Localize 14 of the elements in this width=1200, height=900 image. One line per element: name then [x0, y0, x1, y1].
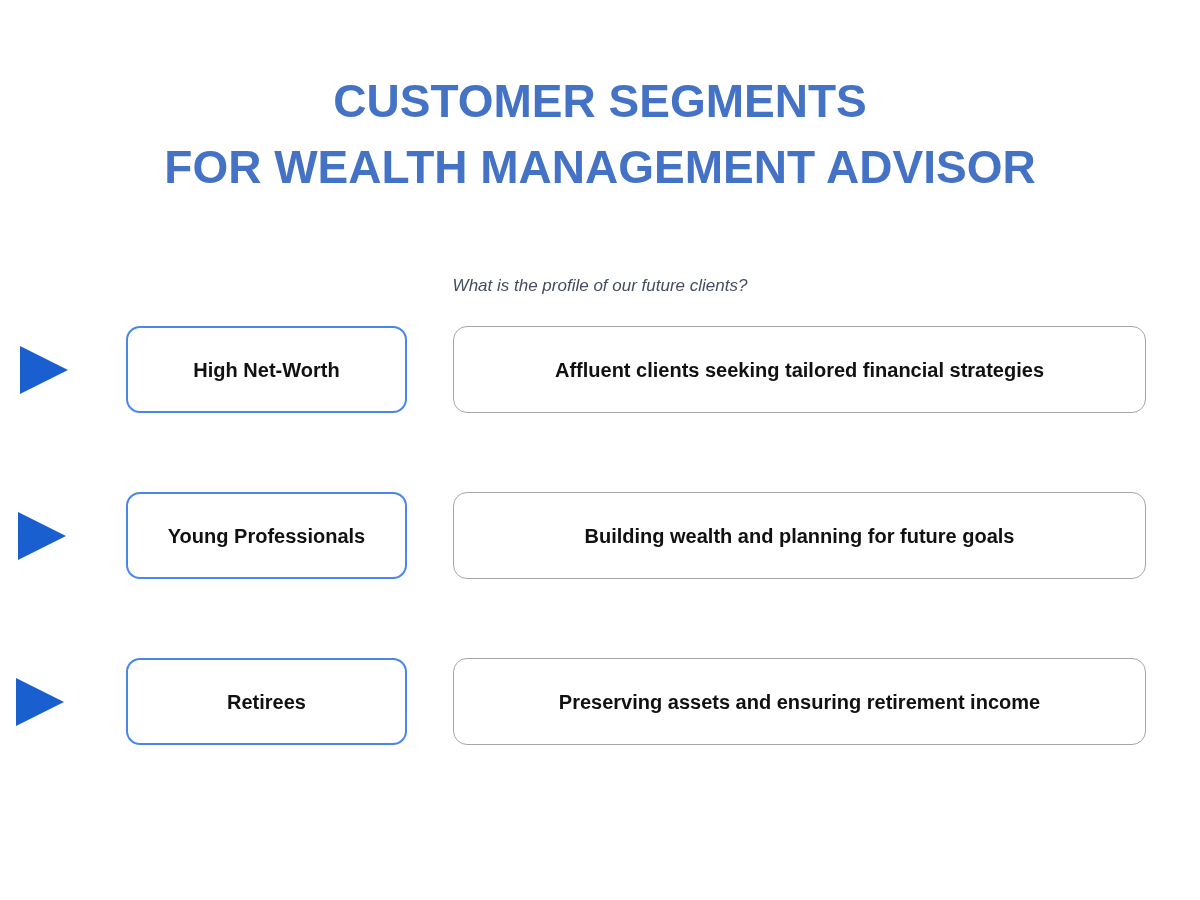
description-box — [453, 326, 1146, 413]
description-text: Affluent clients seeking tailored financial strategies — [555, 357, 1044, 382]
description-text: Preserving assets and ensuring retirement income — [558, 689, 1041, 714]
segment-box — [126, 658, 407, 745]
segment-name: Retirees — [227, 689, 306, 714]
description-box — [453, 658, 1146, 745]
segment-box — [126, 492, 407, 579]
segment-box — [126, 326, 407, 413]
segment-name: Young Professionals — [167, 523, 366, 548]
description-text: Building wealth and planning for future goals — [584, 523, 1015, 548]
title: CUSTOMER SEGMENTS FOR WEALTH MANAGEMENT ADVISOR — [163, 74, 1037, 195]
segment-name: High Net-Worth — [193, 357, 340, 382]
subtitle: What is the profile of our future clients? — [452, 276, 748, 296]
description-box — [453, 492, 1146, 579]
